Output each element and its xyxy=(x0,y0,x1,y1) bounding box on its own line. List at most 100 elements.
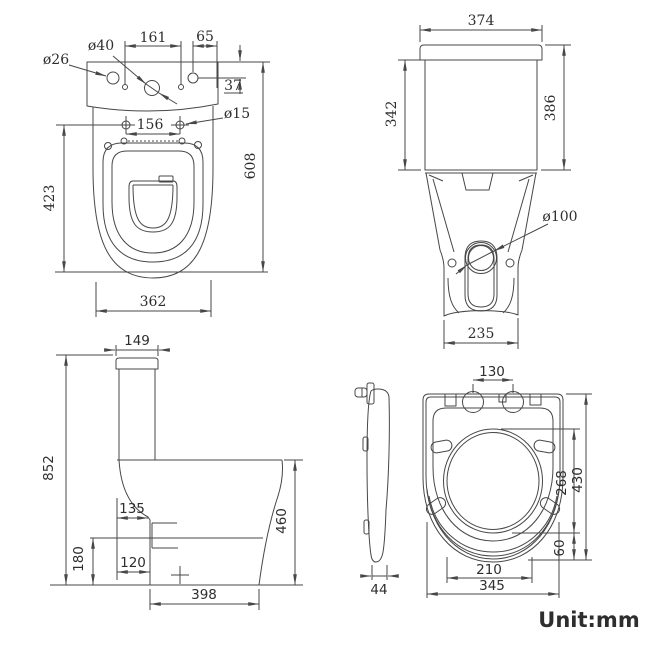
dim-65: 65 xyxy=(192,29,218,88)
leader-dia40: ø40 xyxy=(88,38,178,105)
top-view-drawing: 161 65 37 608 423 xyxy=(42,29,270,317)
dim-460-label: 460 xyxy=(274,508,290,534)
dim-120-label: 120 xyxy=(120,555,146,571)
dim-374: 374 xyxy=(419,13,543,42)
drain-circle-inner xyxy=(468,245,494,271)
dim-156-label: 156 xyxy=(137,117,164,133)
dim-37: 37 xyxy=(224,45,243,94)
dim-423: 423 xyxy=(42,124,120,273)
dim-460: 460 xyxy=(274,459,297,586)
bumper-tab-lower xyxy=(363,519,370,535)
seat-laminate-arc-2 xyxy=(428,495,558,553)
pedestal-corner-right xyxy=(518,174,534,182)
hinge-cap-left xyxy=(120,137,128,145)
dim-180: 180 xyxy=(71,537,95,586)
dim-44-label: 44 xyxy=(370,582,387,598)
trapway-outer xyxy=(464,240,498,312)
side-view-drawing: 149 852 135 120 180 398 xyxy=(41,333,303,610)
dim-852: 852 xyxy=(41,354,113,586)
seat-view-drawing: 44 130 268 xyxy=(354,364,592,598)
dim-345: 345 xyxy=(426,522,560,598)
hole-right xyxy=(187,72,199,84)
seat-side-profile: 44 xyxy=(354,382,399,598)
dim-161: 161 xyxy=(124,30,182,84)
dim-149-label: 149 xyxy=(124,333,150,349)
dim-268-label: 268 xyxy=(554,470,570,496)
dim-210-label: 210 xyxy=(476,562,502,578)
dim-44: 44 xyxy=(360,565,399,598)
cistern-lid-outline xyxy=(419,44,543,61)
dim-235-label: 235 xyxy=(468,326,495,342)
bumper-top-right xyxy=(533,439,556,454)
seat-opening-outer xyxy=(443,428,543,534)
leader-dia100: ø100 xyxy=(455,209,578,275)
dim-374-label: 374 xyxy=(468,13,495,29)
bumper-bottom-right xyxy=(539,497,561,515)
seat-ring-inner xyxy=(432,407,554,542)
flush-tab xyxy=(158,175,174,183)
seat-laminate-arc-1 xyxy=(426,488,560,557)
dia100-label: ø100 xyxy=(542,209,577,225)
dim-423-label: 423 xyxy=(42,185,58,212)
seat-hinge-tab-left xyxy=(444,394,457,407)
dim-398: 398 xyxy=(149,587,260,610)
bumper-top-left xyxy=(430,439,453,454)
hole-dia40 xyxy=(144,80,160,96)
dim-60: 60 xyxy=(552,532,576,561)
dim-180-label: 180 xyxy=(71,546,87,572)
dim-430-label: 430 xyxy=(570,467,586,493)
dim-210: 210 xyxy=(446,557,533,583)
hole-small-right xyxy=(178,84,184,90)
floor-fixing-hole-left xyxy=(447,258,457,268)
seat-profile-outline xyxy=(366,388,390,563)
dim-37-label: 37 xyxy=(224,78,242,94)
dia15-label: ø15 xyxy=(224,106,250,122)
seat-opening-inner xyxy=(446,432,540,530)
seat-hinge-notch xyxy=(498,394,507,403)
seat-outer-ring xyxy=(102,142,204,263)
flush-water-inner xyxy=(132,184,174,229)
side-lid-outline xyxy=(115,357,159,370)
floor-fixing-hole-right xyxy=(505,258,515,268)
dim-268: 268 xyxy=(501,428,580,534)
hinge-pin-right xyxy=(194,141,202,149)
leader-dia15: ø15 xyxy=(185,106,250,125)
seat-hinge-circle-left xyxy=(462,391,484,413)
dim-156: 156 xyxy=(125,117,181,136)
drain-circle-outer xyxy=(465,242,497,274)
dia40-label: ø40 xyxy=(88,38,114,54)
hinge-pin xyxy=(354,387,368,398)
dim-430: 430 xyxy=(528,393,592,561)
leader-dia26: ø26 xyxy=(43,52,107,77)
hinge-cap-right xyxy=(178,137,186,145)
dim-120: 120 xyxy=(116,555,151,574)
bowl-outline xyxy=(92,106,214,279)
dim-852-label: 852 xyxy=(41,455,57,481)
bumper-bottom-left xyxy=(425,497,447,515)
dim-345-label: 345 xyxy=(479,578,505,594)
dim-342-label: 342 xyxy=(384,101,400,128)
seat-hinge-tab-right xyxy=(529,394,542,406)
floor-fixing-cross xyxy=(171,566,189,584)
dim-398-label: 398 xyxy=(191,587,217,603)
dim-342: 342 xyxy=(384,59,422,171)
hinge-plate xyxy=(366,382,375,405)
dim-608: 608 xyxy=(55,61,268,273)
seat-inner-ring xyxy=(111,150,195,254)
dia26-label: ø26 xyxy=(43,52,69,68)
skirt-inner-right xyxy=(502,277,515,314)
hole-small-left xyxy=(122,84,128,90)
pedestal-inner-wall-left xyxy=(432,178,455,253)
dim-65-label: 65 xyxy=(196,29,214,45)
dim-362-label: 362 xyxy=(140,294,167,310)
unit-label: Unit:mm xyxy=(538,608,639,632)
bumper-tab-upper xyxy=(362,436,369,452)
hinge-pin-left xyxy=(104,142,112,150)
dim-60-label: 60 xyxy=(552,539,568,556)
tank-mount-recess xyxy=(461,172,494,191)
dim-135: 135 xyxy=(116,498,149,580)
front-profile xyxy=(258,459,283,586)
dim-161-label: 161 xyxy=(140,30,167,46)
pedestal-corner-left xyxy=(428,174,444,182)
